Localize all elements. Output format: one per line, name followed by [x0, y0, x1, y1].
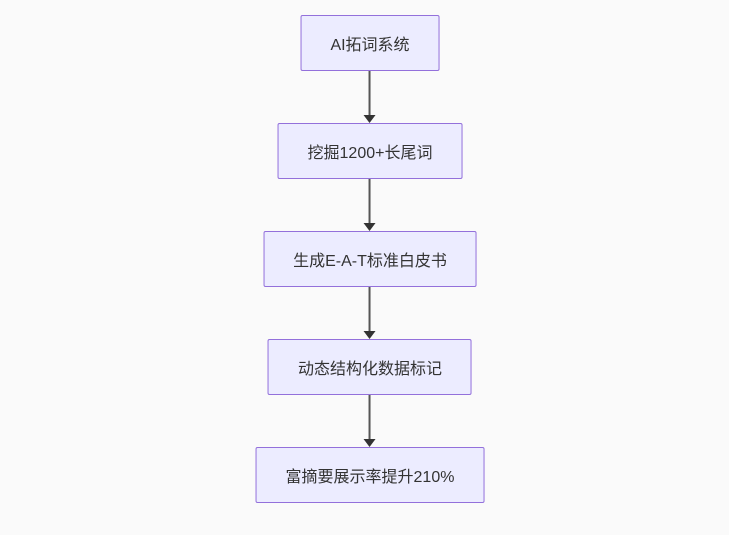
edge-line — [369, 395, 371, 439]
flow-node-ai-keyword-system: AI拓词系统 — [300, 15, 440, 71]
edge-arrow-3 — [364, 287, 376, 339]
edge-arrow-4 — [364, 395, 376, 447]
flow-node-structured-data: 动态结构化数据标记 — [267, 339, 472, 395]
flow-node-rich-snippet-rate: 富摘要展示率提升210% — [255, 447, 485, 503]
edge-arrow-1 — [364, 71, 376, 123]
edge-arrow-2 — [364, 179, 376, 231]
flowchart: AI拓词系统 挖掘1200+长尾词 生成E-A-T标准白皮书 动态结构化数据标记… — [255, 15, 485, 503]
arrowhead-down-icon — [364, 115, 376, 123]
flow-node-eat-whitepaper: 生成E-A-T标准白皮书 — [263, 231, 477, 287]
node-label: AI拓词系统 — [330, 37, 410, 54]
arrowhead-down-icon — [364, 223, 376, 231]
arrowhead-down-icon — [364, 331, 376, 339]
node-label: 动态结构化数据标记 — [297, 361, 442, 378]
node-label: 富摘要展示率提升210% — [285, 469, 455, 486]
edge-line — [369, 71, 371, 115]
node-label: 生成E-A-T标准白皮书 — [293, 253, 447, 270]
flow-node-longtail-keywords: 挖掘1200+长尾词 — [277, 123, 463, 179]
arrowhead-down-icon — [364, 439, 376, 447]
node-label: 挖掘1200+长尾词 — [307, 145, 433, 162]
edge-line — [369, 287, 371, 331]
edge-line — [369, 179, 371, 223]
